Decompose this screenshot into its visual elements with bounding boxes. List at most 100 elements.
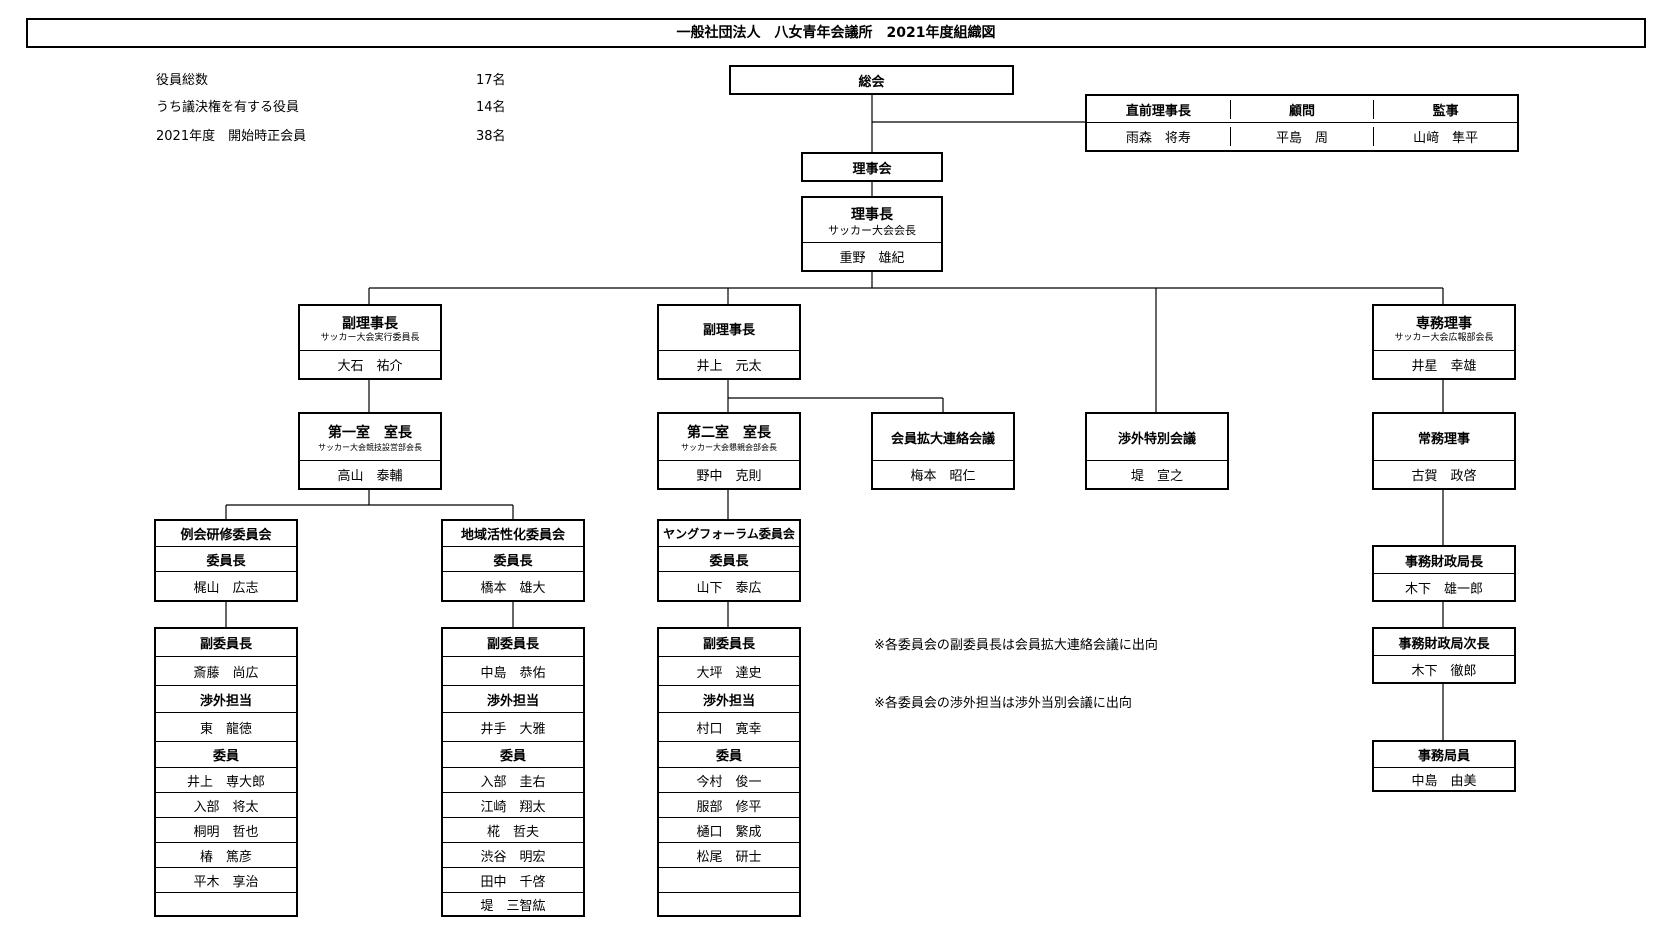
committee-3-members-box: 副委員長 大坪 達史 渉外担当 村口 寛幸 委員 今村 俊一 服部 修平 樋口 …	[657, 627, 801, 917]
stat-label-voting: うち議決権を有する役員	[156, 100, 300, 115]
president-name: 重野 雄紀	[803, 242, 941, 270]
membership-expansion-title: 会員拡大連絡会議	[890, 431, 995, 447]
committee-2-liaison-label: 渉外担当	[443, 685, 583, 712]
vice-president-1-name: 大石 祐介	[300, 350, 440, 378]
committee-3-liaison: 村口 寛幸	[659, 712, 799, 741]
room-2-subtitle: サッカー大会懇親会部会長	[681, 442, 777, 452]
committee-2-member: 田中 千啓	[443, 867, 583, 892]
committee-3-members-label: 委員	[659, 741, 799, 767]
general-assembly-box: 総会	[729, 65, 1014, 95]
committee-1-liaison-label: 渉外担当	[156, 685, 296, 712]
room-1-subtitle: サッカー大会競技設営部会長	[318, 442, 422, 452]
committee-1-vice: 斎藤 尚広	[156, 656, 296, 685]
committee-2-member: 渋谷 明宏	[443, 842, 583, 867]
committee-2-vice: 中島 恭佑	[443, 656, 583, 685]
committee-2-members-label: 委員	[443, 741, 583, 767]
committee-1-member: 椿 篤彦	[156, 842, 296, 867]
managing-director-title: 常務理事	[1417, 431, 1470, 447]
president-header: 理事長 サッカー大会会長	[803, 198, 941, 242]
room-1-header: 第一室 室長 サッカー大会競技設営部会長	[300, 414, 440, 460]
vice-president-1-subtitle: サッカー大会実行委員長	[320, 332, 420, 343]
stat-value-total: 17名	[476, 73, 506, 88]
stat-label-total: 役員総数	[156, 73, 209, 88]
finance-deputy-box: 事務財政局次長 木下 徹郎	[1372, 627, 1516, 684]
committee-1-member	[156, 892, 296, 915]
staff-box: 事務局員 中島 由美	[1372, 740, 1516, 792]
committee-3-member	[659, 892, 799, 915]
note-vice-chair: ※各委員会の副委員長は会員拡大連絡会議に出向	[874, 638, 1158, 653]
room-1-name: 高山 泰輔	[300, 460, 440, 488]
committee-3-member: 服部 修平	[659, 792, 799, 817]
president-subtitle: サッカー大会会長	[828, 223, 916, 237]
advisor-header-counselor: 顧問	[1229, 99, 1374, 119]
advisor-header-auditor: 監事	[1373, 99, 1517, 119]
committee-1-chair: 梶山 広志	[156, 571, 296, 600]
general-assembly-label: 総会	[858, 74, 885, 90]
advisor-name-past-president: 雨森 将寿	[1125, 131, 1191, 146]
executive-director-header: 専務理事 サッカー大会広報部会長	[1374, 306, 1514, 350]
membership-expansion-name: 梅本 昭仁	[873, 460, 1013, 488]
committee-1-members-label: 委員	[156, 741, 296, 767]
committee-2-member: 堤 三智紘	[443, 892, 583, 915]
board-box: 理事会	[801, 152, 943, 182]
committee-2-vice-label: 副委員長	[486, 637, 539, 652]
committee-2-chair-label: 委員長	[443, 546, 583, 571]
president-title: 理事長	[851, 206, 893, 223]
room-2-header: 第二室 室長 サッカー大会懇親会部会長	[659, 414, 799, 460]
vice-president-1-title: 副理事長	[342, 315, 398, 332]
vice-president-1-box: 副理事長 サッカー大会実行委員長 大石 祐介	[298, 304, 442, 380]
committee-3-name: ヤングフォーラム委員会	[663, 527, 795, 541]
committee-3-head-box: ヤングフォーラム委員会 委員長 山下 泰広	[657, 519, 801, 602]
finance-deputy-name: 木下 徹郎	[1374, 655, 1514, 682]
advisor-name-auditor: 山﨑 隼平	[1373, 127, 1517, 146]
committee-2-member: 江崎 翔太	[443, 792, 583, 817]
committee-3-vice: 大坪 達史	[659, 656, 799, 685]
committee-2-members-box: 副委員長 中島 恭佑 渉外担当 井手 大雅 委員 入部 圭右 江崎 翔太 椛 哲…	[441, 627, 585, 917]
committee-3-member: 樋口 繁成	[659, 817, 799, 842]
stat-value-members: 38名	[476, 129, 506, 144]
stat-value-voting: 14名	[476, 100, 506, 115]
committee-1-member: 桐明 哲也	[156, 817, 296, 842]
committee-2-chair: 橋本 雄大	[443, 571, 583, 600]
committee-1-member: 井上 専大郎	[156, 767, 296, 792]
committee-3-member: 今村 俊一	[659, 767, 799, 792]
note-liaison: ※各委員会の渉外担当は渉外当別会議に出向	[874, 696, 1132, 711]
committee-1-chair-label: 委員長	[156, 546, 296, 571]
executive-director-name: 井星 幸雄	[1374, 350, 1514, 378]
president-box: 理事長 サッカー大会会長 重野 雄紀	[801, 196, 943, 272]
finance-chief-title: 事務財政局長	[1404, 554, 1483, 570]
advisors-name-row: 雨森 将寿 平島 周 山﨑 隼平	[1087, 122, 1517, 150]
room-2-box: 第二室 室長 サッカー大会懇親会部会長 野中 克則	[657, 412, 801, 490]
membership-expansion-box: 会員拡大連絡会議 梅本 昭仁	[871, 412, 1015, 490]
staff-name: 中島 由美	[1374, 767, 1514, 790]
committee-3-member: 松尾 研士	[659, 842, 799, 867]
advisors-table: 直前理事長 顧問 監事 雨森 将寿 平島 周 山﨑 隼平	[1085, 94, 1519, 152]
committee-3-vice-label: 副委員長	[702, 637, 755, 652]
executive-director-box: 専務理事 サッカー大会広報部会長 井星 幸雄	[1372, 304, 1516, 380]
committee-1-members-box: 副委員長 斎藤 尚広 渉外担当 東 龍徳 委員 井上 専大郎 入部 将太 桐明 …	[154, 627, 298, 917]
executive-director-title: 専務理事	[1416, 315, 1472, 332]
committee-3-member	[659, 867, 799, 892]
committee-2-member: 椛 哲夫	[443, 817, 583, 842]
committee-1-member: 入部 将太	[156, 792, 296, 817]
vice-president-2-title: 副理事長	[702, 322, 755, 338]
committee-1-name: 例会研修委員会	[180, 528, 272, 543]
finance-chief-name: 木下 雄一郎	[1374, 573, 1514, 600]
managing-director-box: 常務理事 古賀 政啓	[1372, 412, 1516, 490]
page-title: 一般社団法人 八女青年会議所 2021年度組織図	[26, 18, 1646, 48]
committee-1-head-box: 例会研修委員会 委員長 梶山 広志	[154, 519, 298, 602]
room-1-title: 第一室 室長	[328, 424, 412, 441]
room-1-box: 第一室 室長 サッカー大会競技設営部会長 高山 泰輔	[298, 412, 442, 490]
staff-title: 事務局員	[1417, 749, 1470, 764]
committee-1-vice-label: 副委員長	[199, 637, 252, 652]
managing-director-name: 古賀 政啓	[1374, 460, 1514, 488]
committee-1-member: 平木 享治	[156, 867, 296, 892]
vice-president-2-name: 井上 元太	[659, 350, 799, 378]
committee-1-liaison: 東 龍徳	[156, 712, 296, 741]
committee-3-liaison-label: 渉外担当	[659, 685, 799, 712]
committee-2-member: 入部 圭右	[443, 767, 583, 792]
external-affairs-title: 渉外特別会議	[1117, 431, 1196, 447]
advisor-name-counselor: 平島 周	[1229, 127, 1374, 146]
finance-deputy-title: 事務財政局次長	[1398, 636, 1490, 652]
